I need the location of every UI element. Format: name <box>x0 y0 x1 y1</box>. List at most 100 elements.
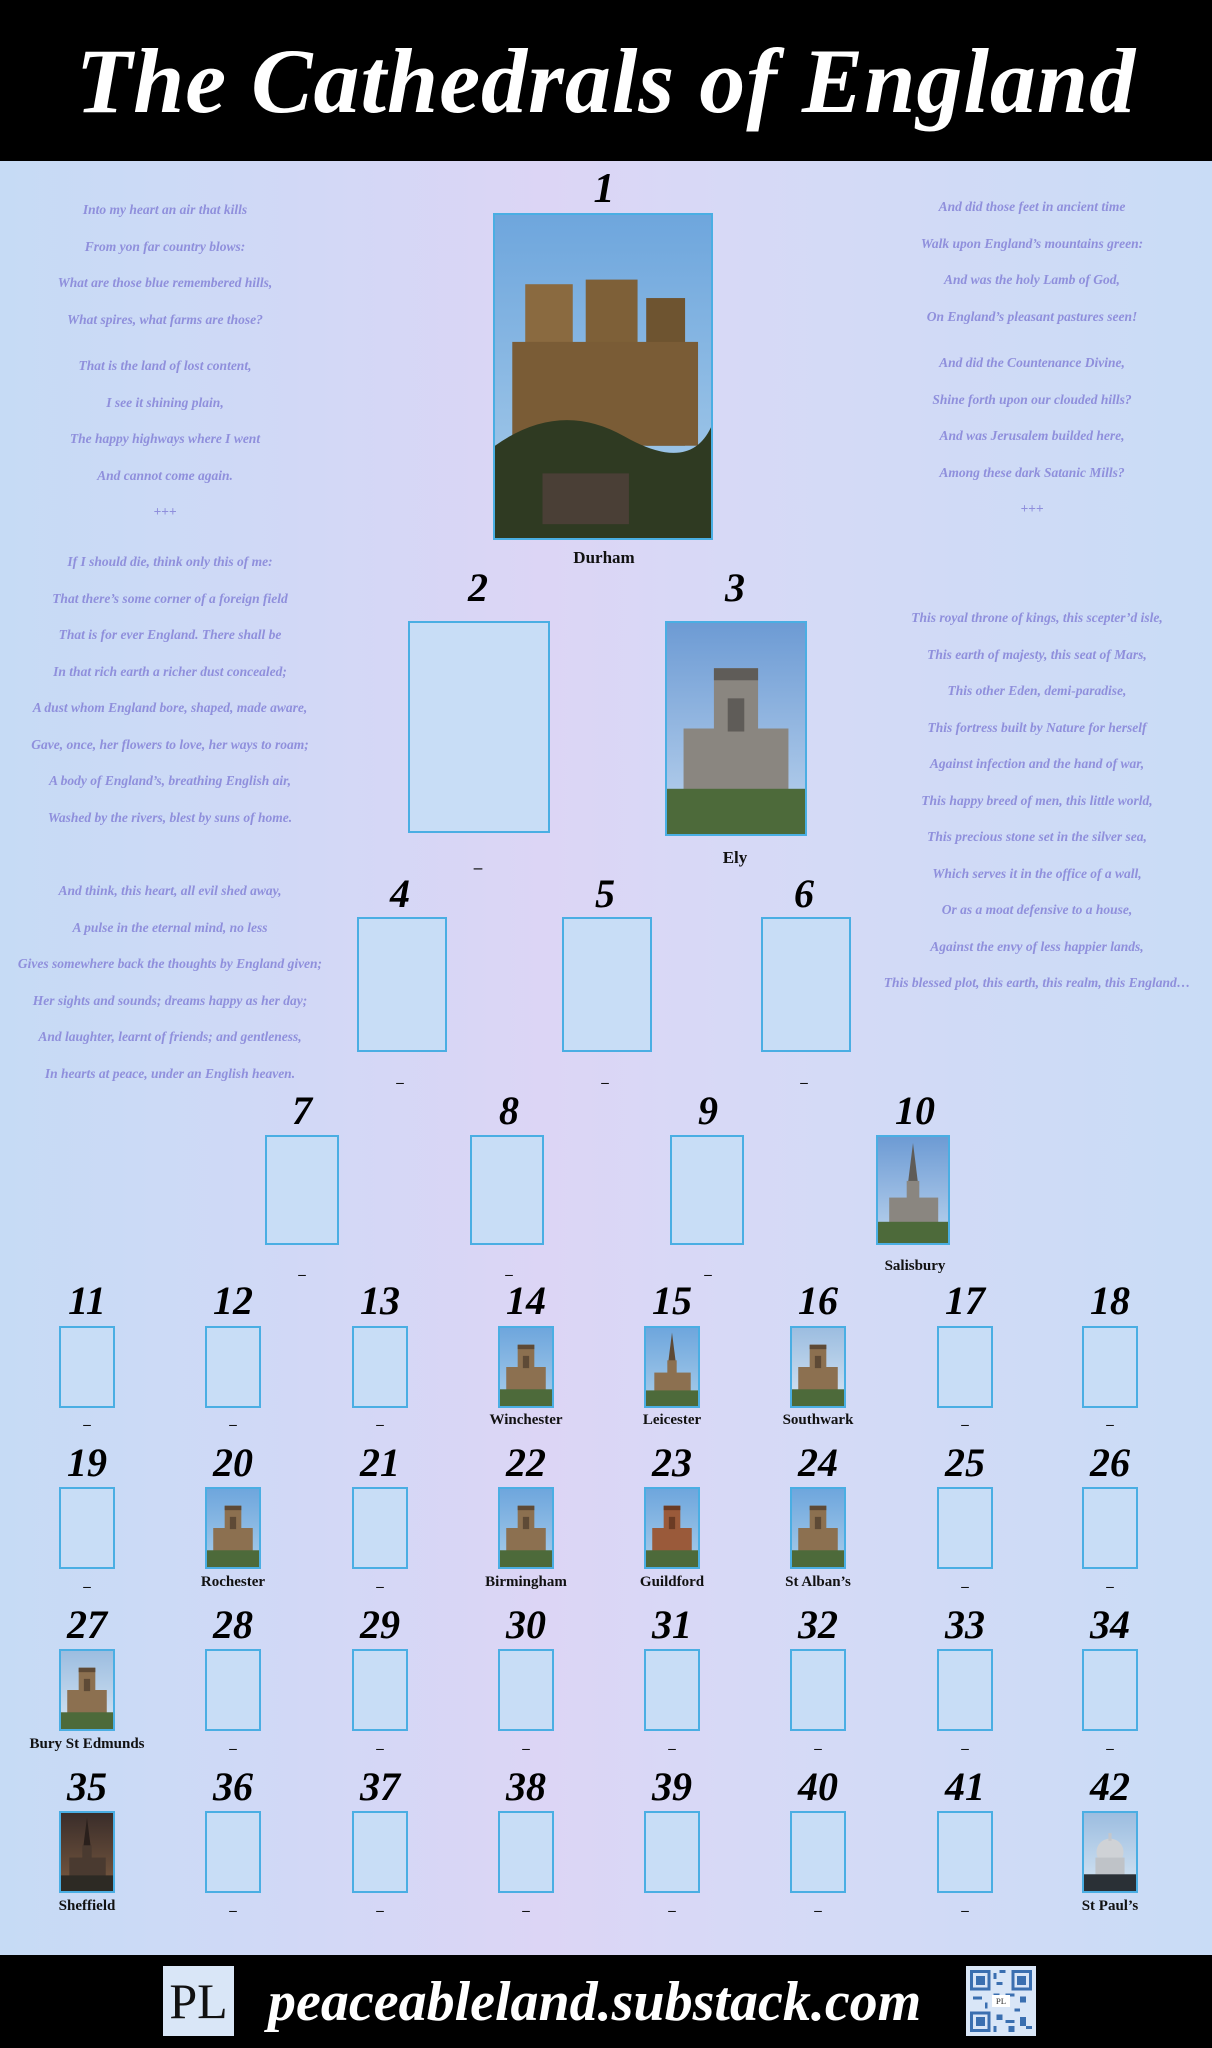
cathedral-number: 36 <box>213 1764 253 1809</box>
cathedral-number: 17 <box>945 1278 985 1323</box>
sheffield-photo <box>59 1811 115 1893</box>
cathedral-number: 12 <box>213 1278 253 1323</box>
cathedral-caption: _ <box>229 1412 237 1428</box>
empty-photo-frame <box>59 1487 115 1569</box>
cathedral-number: 11 <box>68 1278 106 1323</box>
cathedral-number: 15 <box>652 1278 692 1323</box>
empty-photo-frame <box>937 1811 993 1893</box>
cathedral-caption: _ <box>229 1736 237 1752</box>
empty-photo-frame <box>265 1135 339 1245</box>
cathedral-caption: St Alban’s <box>785 1574 851 1590</box>
cathedral-caption: Bury St Edmunds <box>29 1736 145 1752</box>
empty-photo-frame <box>498 1649 554 1731</box>
poem-line: Which serves it in the office of a wall, <box>932 865 1142 881</box>
cathedral-number: 26 <box>1090 1440 1130 1485</box>
poem-line: A pulse in the eternal mind, no less <box>72 919 268 935</box>
winchester-photo <box>498 1326 554 1408</box>
cathedral-caption: _ <box>668 1898 676 1914</box>
cathedral-caption: _ <box>961 1898 969 1914</box>
cathedral-number: 16 <box>798 1278 838 1323</box>
empty-photo-frame <box>937 1649 993 1731</box>
empty-photo-frame <box>790 1649 846 1731</box>
poem-line: +++ <box>153 504 177 519</box>
cathedral-number: 28 <box>213 1602 253 1647</box>
cathedral-number: 23 <box>652 1440 692 1485</box>
poem-line: In that rich earth a richer dust conceal… <box>53 663 287 679</box>
cathedral-caption: Leicester <box>642 1412 702 1428</box>
cathedral-caption: _ <box>668 1736 676 1752</box>
cathedral-caption: _ <box>376 1898 384 1914</box>
cathedral-number: 30 <box>506 1602 546 1647</box>
cathedral-number: 20 <box>213 1440 253 1485</box>
cathedral-number: 37 <box>360 1764 400 1809</box>
cathedral-number: 7 <box>292 1088 312 1133</box>
poem-left-top-stanza2: That is the land of lost content,I see i… <box>0 348 330 531</box>
st-albans-photo <box>790 1487 846 1569</box>
cathedral-number: 5 <box>595 871 615 916</box>
cathedral-caption: _ <box>800 1070 808 1086</box>
cathedral-caption: _ <box>505 1262 513 1278</box>
poem-line: Against the envy of less happier lands, <box>930 938 1144 954</box>
empty-photo-frame <box>352 1487 408 1569</box>
cathedral-caption: Birmingham <box>485 1574 567 1590</box>
cathedral-number: 18 <box>1090 1278 1130 1323</box>
cathedral-number: 31 <box>652 1602 692 1647</box>
durham-photo <box>493 213 713 540</box>
poem-line: Shine forth upon our clouded hills? <box>932 391 1132 407</box>
empty-photo-frame <box>644 1649 700 1731</box>
empty-photo-frame <box>761 917 851 1052</box>
empty-photo-frame <box>1082 1649 1138 1731</box>
empty-photo-frame <box>1082 1487 1138 1569</box>
cathedral-caption: _ <box>83 1412 91 1428</box>
poem-line: From yon far country blows: <box>84 238 246 254</box>
empty-photo-frame <box>644 1811 700 1893</box>
cathedral-caption: _ <box>376 1574 384 1590</box>
empty-photo-frame <box>205 1811 261 1893</box>
poem-line: If I should die, think only this of me: <box>67 554 273 569</box>
cathedral-number: 39 <box>652 1764 692 1809</box>
poem-line: Her sights and sounds; dreams happy as h… <box>32 992 308 1008</box>
cathedral-caption: _ <box>473 852 483 871</box>
poem-line: This earth of majesty, this seat of Mars… <box>927 646 1147 662</box>
poem-line: This happy breed of men, this little wor… <box>921 792 1153 808</box>
site-url[interactable]: peaceableland.substack.com <box>268 1971 922 2033</box>
empty-photo-frame <box>59 1326 115 1408</box>
cathedral-number: 38 <box>506 1764 546 1809</box>
empty-photo-frame <box>205 1649 261 1731</box>
cathedral-number: 9 <box>698 1088 718 1133</box>
poem-line: And was the holy Lamb of God, <box>944 272 1120 287</box>
cathedral-caption: _ <box>522 1898 530 1914</box>
title-banner: The Cathedrals of England <box>0 0 1212 161</box>
qr-code-icon: PL <box>966 1966 1036 2036</box>
cathedral-caption: Guildford <box>639 1574 705 1590</box>
cathedral-number: 35 <box>67 1764 107 1809</box>
cathedral-number: 21 <box>360 1440 400 1485</box>
cathedral-caption: _ <box>814 1898 822 1914</box>
poem-line: +++ <box>1020 501 1044 516</box>
cathedral-caption: _ <box>522 1736 530 1752</box>
empty-photo-frame <box>1082 1326 1138 1408</box>
poem-line: Walk upon England’s mountains green: <box>920 235 1144 251</box>
poem-line: This royal throne of kings, this scepter… <box>911 610 1163 625</box>
cathedral-number: 6 <box>794 871 814 916</box>
poem-line: And did those feet in ancient time <box>938 199 1126 214</box>
cathedral-number: 34 <box>1090 1602 1130 1647</box>
cathedral-caption: _ <box>376 1736 384 1752</box>
cathedral-caption: Sheffield <box>58 1898 116 1914</box>
empty-photo-frame <box>352 1649 408 1731</box>
cathedral-number: 29 <box>360 1602 400 1647</box>
poem-line: Gives somewhere back the thoughts by Eng… <box>17 956 323 971</box>
cathedral-number: 40 <box>798 1764 838 1809</box>
cathedral-caption: _ <box>396 1070 404 1086</box>
cathedral-caption: _ <box>1106 1412 1114 1428</box>
cathedral-number: 2 <box>468 565 488 610</box>
cathedral-number: 41 <box>945 1764 985 1809</box>
cathedral-number: 27 <box>67 1602 107 1647</box>
salisbury-photo <box>876 1135 950 1245</box>
poem-line: I see it shining plain, <box>106 394 224 410</box>
cathedral-caption: Rochester <box>200 1574 266 1590</box>
poem-line: And did the Countenance Divine, <box>939 355 1125 370</box>
poem-right-middle: This royal throne of kings, this scepter… <box>862 600 1212 1002</box>
southwark-photo <box>790 1326 846 1408</box>
